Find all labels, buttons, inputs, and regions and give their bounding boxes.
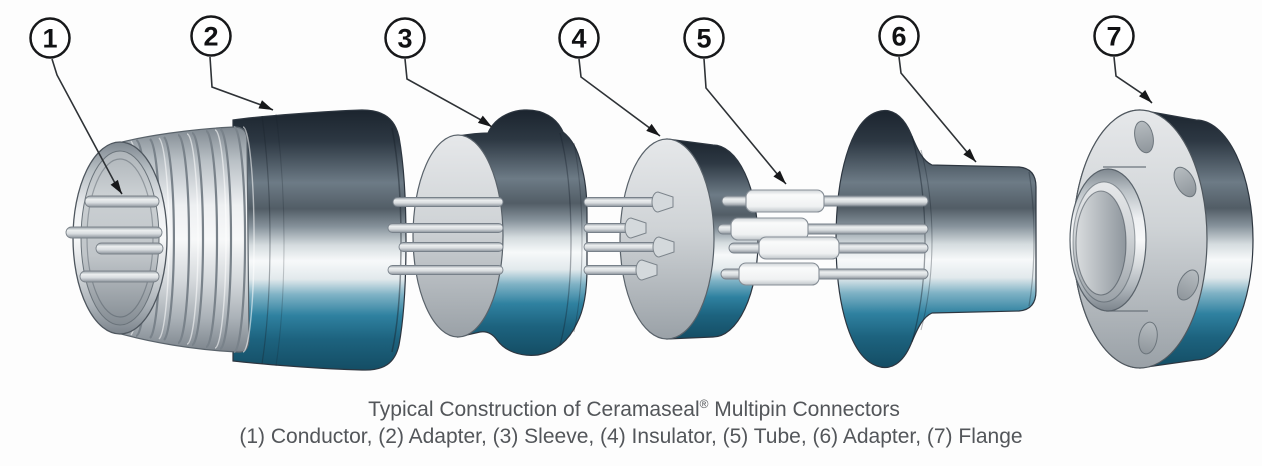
tube bbox=[758, 236, 840, 260]
part-3-neck-line-a bbox=[559, 132, 572, 346]
part-7-flange-drawing bbox=[1069, 109, 1254, 369]
callout-number: 5 bbox=[696, 24, 711, 54]
conductor-rods-left bbox=[387, 197, 504, 275]
callout-7-flange: 7 bbox=[1093, 15, 1153, 104]
tube bbox=[745, 189, 825, 213]
part-3-sleeve-drawing bbox=[412, 109, 588, 356]
callout-circle bbox=[384, 17, 426, 59]
part-2-right-rim-line bbox=[391, 127, 402, 353]
callout-circle bbox=[1093, 15, 1135, 57]
part-6-ridge-line-a bbox=[911, 135, 926, 343]
callout-circle bbox=[558, 17, 600, 59]
part-3-neck-line-b bbox=[573, 142, 583, 333]
callout-5-tube: 5 bbox=[683, 17, 787, 185]
callout-3-sleeve: 3 bbox=[384, 17, 493, 128]
caption-title-line: Typical Construction of Ceramaseal® Mult… bbox=[6, 396, 1262, 423]
part-6-right-edge-line bbox=[1028, 171, 1035, 307]
part-2-body bbox=[232, 109, 407, 371]
leader-arrowhead bbox=[110, 179, 122, 194]
part-3-front-face bbox=[412, 134, 504, 338]
part-1-conductor-pins bbox=[65, 195, 164, 283]
part-6-body bbox=[835, 110, 1037, 368]
part-6-adapter-drawing bbox=[835, 110, 1037, 368]
tube bbox=[738, 262, 820, 286]
leader-line bbox=[404, 58, 493, 128]
caption-title-suffix: Multipin Connectors bbox=[708, 398, 900, 421]
callout-circle bbox=[190, 15, 232, 57]
part-4-front-face bbox=[619, 138, 715, 340]
callout-1-conductor: 1 bbox=[29, 17, 123, 195]
part-2-adapter-drawing bbox=[232, 109, 407, 371]
caption-title-prefix: Typical Construction of Ceramaseal bbox=[368, 398, 700, 421]
leader-arrowhead bbox=[258, 100, 273, 110]
pin-flares bbox=[624, 191, 675, 281]
caption-parts-line: (1) Conductor, (2) Adapter, (3) Sleeve, … bbox=[239, 425, 1023, 448]
part-7-bore bbox=[1075, 190, 1127, 296]
callout-4-insulator: 4 bbox=[558, 17, 661, 137]
registered-trademark-icon: ® bbox=[699, 397, 709, 411]
callout-circle bbox=[683, 17, 725, 59]
leader-line bbox=[578, 58, 661, 137]
leader-arrowhead bbox=[477, 115, 492, 127]
part-7-bolt-holes bbox=[1134, 120, 1200, 355]
leader-arrowhead bbox=[963, 148, 976, 162]
callout-number: 1 bbox=[42, 24, 57, 54]
callouts-layer: 1 2 3 4 5 6 7 bbox=[29, 15, 1153, 195]
leader-arrowhead bbox=[1138, 89, 1152, 103]
part-4-insulator-drawing bbox=[619, 138, 759, 340]
leader-arrowhead bbox=[773, 170, 786, 184]
part-2-front-rim-line-b bbox=[275, 113, 285, 367]
callout-2-adapter: 2 bbox=[190, 15, 274, 111]
callout-number: 4 bbox=[571, 24, 586, 54]
leader-arrowhead bbox=[646, 123, 660, 136]
connector-diagram: 1 2 3 4 5 6 7 bbox=[29, 15, 1254, 371]
callout-number: 3 bbox=[397, 24, 412, 54]
figure-caption: Typical Construction of Ceramaseal® Mult… bbox=[0, 396, 1262, 450]
part-5-tubes-drawing bbox=[730, 189, 840, 286]
callout-number: 7 bbox=[1106, 22, 1121, 52]
callout-number: 6 bbox=[891, 22, 906, 52]
callout-6-adapter: 6 bbox=[878, 15, 977, 163]
part-2-front-rim-line-a bbox=[261, 115, 271, 365]
callout-circle bbox=[878, 15, 920, 57]
callout-circle bbox=[29, 17, 71, 59]
part-6-ridge-line-b bbox=[920, 149, 933, 331]
part-1-conductor-drawing bbox=[65, 125, 255, 354]
callout-number: 2 bbox=[203, 22, 218, 52]
